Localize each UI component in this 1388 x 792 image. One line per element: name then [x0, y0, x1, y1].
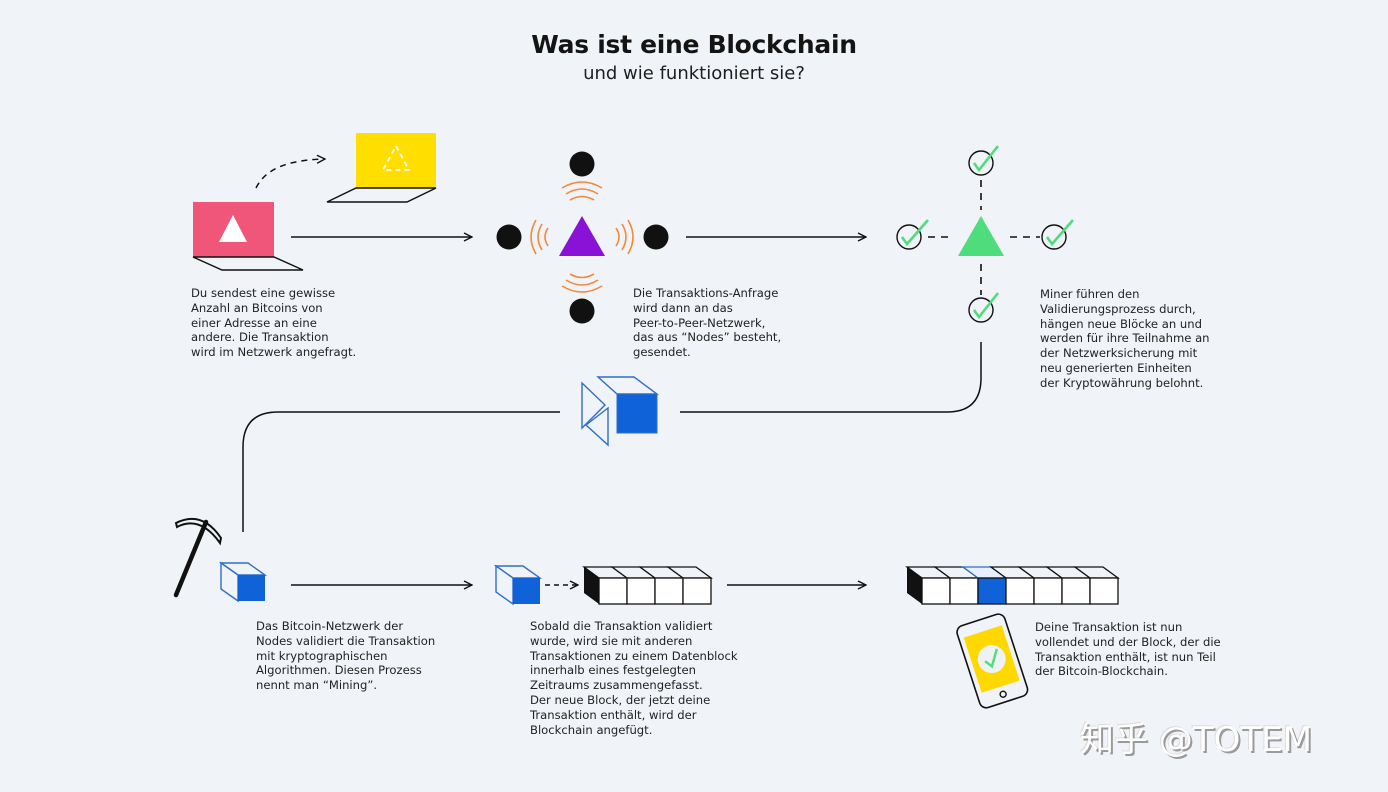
chain-end-face — [907, 567, 922, 604]
receiver-laptop-keyboard — [326, 187, 437, 203]
blockchain-full — [905, 566, 1120, 605]
check-node-right — [1041, 219, 1074, 250]
signal-waves — [530, 181, 634, 293]
sender-triangle-icon — [219, 215, 247, 242]
chain-block — [921, 577, 951, 605]
chain-block-highlighted — [977, 577, 1007, 605]
check-node-left — [896, 219, 929, 250]
validation-network-icon — [896, 145, 1074, 323]
pickaxe-icon — [173, 518, 223, 598]
broadcast-triangle — [559, 216, 605, 256]
page-title: Was ist eine Blockchain — [531, 30, 857, 59]
receiver-triangle-icon — [381, 144, 411, 171]
chain-block — [682, 577, 712, 605]
watermark: 知乎 @TOTEM — [1080, 720, 1312, 760]
chain-block — [1089, 577, 1119, 605]
check-node-top — [968, 145, 1000, 176]
node-left — [496, 224, 522, 250]
chain-block — [598, 577, 628, 605]
mined-block-icon — [218, 561, 268, 603]
dashed-send-arrow — [255, 159, 325, 189]
node-top — [569, 151, 595, 177]
chain-block — [1033, 577, 1063, 605]
step-complete-description: Deine Transaktion ist nun vollendet und … — [1035, 620, 1221, 679]
step-broadcast-description: Die Transaktions-Anfrage wird dann an da… — [633, 286, 782, 360]
connector-line-right — [680, 342, 982, 413]
chain-block — [1061, 577, 1091, 605]
blockchain-short — [582, 566, 713, 605]
laptop-send-icon — [192, 202, 304, 271]
step-send-description: Du sendest eine gewisse Anzahl an Bitcoi… — [191, 286, 357, 360]
step-miners-description: Miner führen den Validierungsprozess dur… — [1040, 287, 1210, 390]
check-node-bottom — [968, 292, 1000, 323]
phone-check-icon — [956, 613, 1029, 709]
receiver-laptop-screen — [356, 133, 436, 188]
connector-line-left — [242, 411, 560, 532]
step-mining-description: Das Bitcoin-Netzwerk der Nodes validiert… — [256, 619, 436, 693]
sender-laptop-keyboard — [192, 256, 304, 271]
node-right — [643, 224, 669, 250]
page-subtitle: und wie funktioniert sie? — [583, 63, 805, 84]
block-transfer-icon — [581, 376, 660, 447]
chain-block — [626, 577, 656, 605]
new-block-icon — [493, 564, 543, 606]
node-bottom — [569, 298, 595, 324]
chain-block — [654, 577, 684, 605]
step-block-description: Sobald die Transaktion validiert wurde, … — [530, 619, 738, 737]
chain-block — [949, 577, 979, 605]
chain-block — [1005, 577, 1035, 605]
p2p-network-icon — [496, 151, 669, 324]
laptop-receive-icon — [326, 133, 437, 203]
chain-end-face — [584, 567, 599, 604]
validated-triangle — [958, 216, 1004, 256]
